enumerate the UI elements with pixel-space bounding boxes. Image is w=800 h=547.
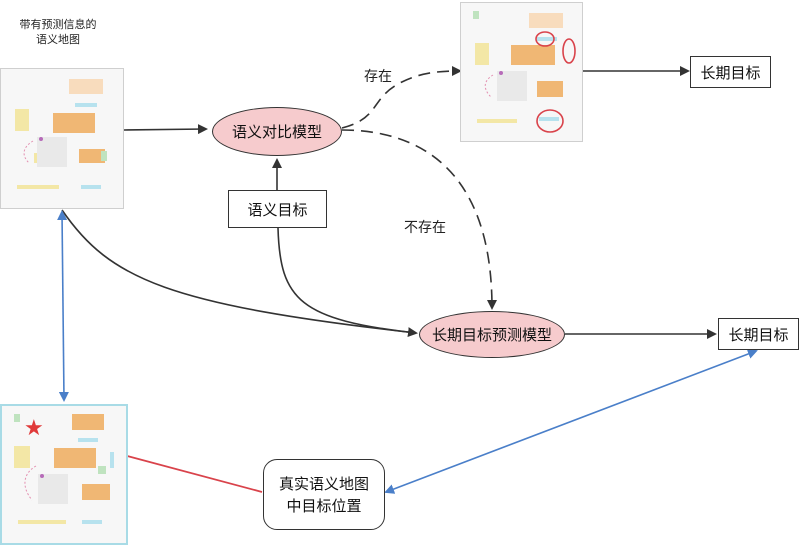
trajectory-path: [24, 465, 37, 501]
real-map-goal-position-line-1: 真实语义地图: [278, 474, 369, 493]
semantic-compare-model-label: 语义对比模型: [231, 123, 322, 141]
edge-goal-to-predict: [277, 227, 417, 334]
map-region: [473, 11, 479, 19]
edge-goal-real-compare: [384, 349, 758, 494]
map-region: [82, 484, 110, 500]
map-region: [75, 103, 97, 107]
edge-label-exists: 存在: [364, 69, 392, 85]
agent-dot: [39, 137, 43, 141]
long-term-goal-mid-node: 长期目标: [718, 318, 799, 350]
map-region: [511, 45, 555, 65]
map-region: [53, 113, 95, 133]
semantic-goal-label: 语义目标: [247, 200, 308, 219]
semantic-goal-node: 语义目标: [228, 190, 327, 228]
map-region: [79, 149, 105, 163]
edge-map-to-predict: [61, 209, 418, 338]
map-region: [110, 452, 114, 468]
goal-star-icon: ★: [24, 416, 44, 441]
map-region: [38, 474, 68, 504]
map-region: [529, 13, 563, 28]
edge-label-not-exists: 不存在: [404, 220, 446, 236]
map-caption-line-1: 带有预测信息的: [19, 18, 97, 31]
map-caption: 带有预测信息的 语义地图: [6, 17, 110, 47]
long-term-goal-top-label: 长期目标: [700, 63, 761, 82]
map-region: [537, 81, 563, 97]
real-map-goal-position-node: 真实语义地图 中目标位置: [263, 459, 385, 530]
map-region: [37, 137, 67, 167]
map-region: [98, 466, 106, 474]
map-region: [54, 448, 96, 468]
map-region: [69, 79, 103, 94]
map-region: [15, 109, 29, 131]
map-caption-line-2: 语义地图: [36, 33, 80, 46]
long-term-prediction-model-label: 长期目标预测模型: [431, 326, 552, 344]
map-region: [34, 153, 37, 163]
map-region: [81, 185, 101, 189]
map-region: [101, 151, 107, 161]
map-region: [477, 119, 517, 123]
map-region: [17, 185, 59, 189]
long-term-goal-mid-label: 长期目标: [728, 325, 789, 344]
map-region: [14, 414, 20, 422]
map-region: [82, 520, 102, 524]
edge-map-to-compare: [123, 124, 208, 135]
map-region: [72, 414, 104, 430]
map-region: [539, 117, 559, 121]
agent-dot: [499, 71, 503, 75]
edge-map-real-compare: [57, 210, 69, 402]
match-highlight-circles: [484, 31, 576, 133]
map-region: [475, 43, 489, 65]
map-region: [537, 37, 557, 41]
real-map-goal-position-line-2: 中目标位置: [286, 496, 362, 515]
edge-compare-to-predict-dashed: [341, 129, 497, 310]
map-region: [14, 446, 30, 468]
agent-dot: [40, 474, 44, 478]
real-semantic-map: ★: [0, 404, 128, 545]
map-region: [18, 520, 66, 524]
edge-compare-to-topmap-dashed: [341, 66, 462, 129]
semantic-compare-model-node: 语义对比模型: [212, 107, 342, 156]
trajectory-path: [23, 140, 34, 164]
map-region: [78, 438, 98, 442]
map-region: [497, 71, 527, 101]
matched-semantic-map: [460, 2, 583, 142]
predicted-semantic-map: [0, 68, 124, 209]
long-term-goal-top-node: 长期目标: [690, 56, 771, 88]
long-term-prediction-model-node: 长期目标预测模型: [419, 311, 565, 358]
